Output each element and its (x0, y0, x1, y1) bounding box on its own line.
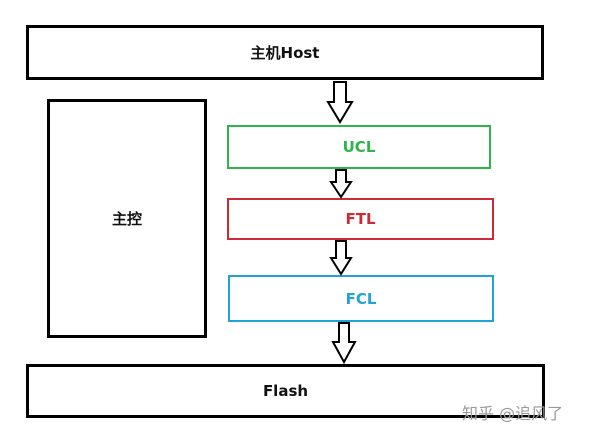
host-box: 主机Host (26, 25, 544, 80)
arrow-ucl-to-ftl (329, 169, 353, 199)
flash-label: Flash (262, 382, 309, 400)
watermark: 知乎 @追风了 (462, 404, 564, 423)
ucl-layer-box: UCL (227, 125, 491, 169)
arrow-ftl-to-fcl (329, 240, 353, 276)
flash-box: Flash (26, 364, 545, 418)
arrow-host-to-ucl (326, 81, 354, 124)
controller-box: 主控 (47, 99, 207, 338)
fcl-layer-box: FCL (228, 275, 494, 322)
ftl-label: FTL (345, 210, 376, 228)
ucl-label: UCL (342, 138, 376, 156)
ftl-layer-box: FTL (227, 198, 494, 240)
controller-label: 主控 (111, 210, 142, 228)
fcl-label: FCL (345, 289, 377, 308)
arrow-fcl-to-flash (331, 322, 357, 365)
host-label: 主机Host (250, 44, 320, 62)
